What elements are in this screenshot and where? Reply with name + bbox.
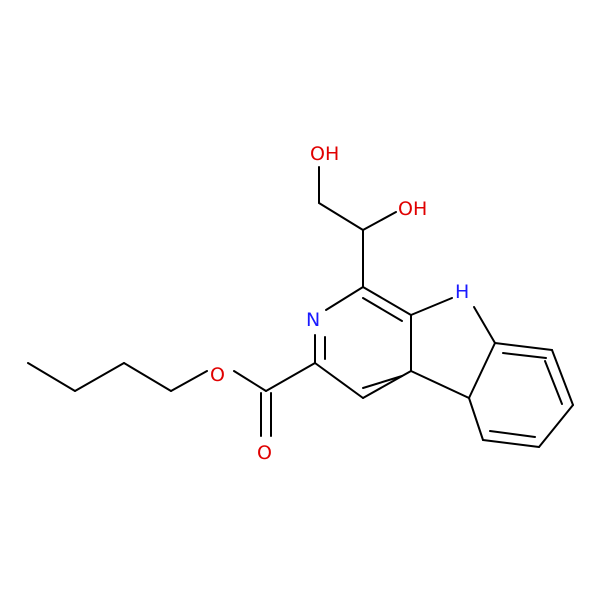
bond — [27, 362, 76, 392]
bond — [482, 439, 540, 448]
bond — [233, 370, 267, 392]
bond — [123, 362, 172, 392]
bond — [468, 342, 496, 399]
bond — [362, 375, 403, 389]
bond — [502, 352, 547, 359]
bond — [362, 211, 397, 231]
bond — [362, 370, 412, 399]
bond — [494, 342, 553, 351]
ester-oxygen-label: O — [210, 364, 225, 386]
pyridine-nitrogen-label: N — [306, 309, 320, 331]
bond — [318, 202, 364, 231]
bond — [468, 397, 484, 441]
hydroxyl-side-label: OH — [398, 198, 427, 220]
carbonyl-oxygen-label: O — [257, 442, 272, 464]
indole-nh-label: H — [455, 281, 469, 303]
bond — [473, 306, 496, 344]
atom-labels: OH OH H N O O — [210, 143, 469, 464]
hydroxyl-top-label: OH — [310, 143, 339, 165]
bond — [265, 362, 316, 392]
bond — [362, 286, 412, 316]
bond — [362, 297, 403, 322]
bond — [410, 370, 470, 399]
bond — [538, 404, 574, 448]
bond — [544, 360, 563, 405]
bond — [489, 430, 536, 438]
bond — [551, 349, 574, 406]
bond — [314, 362, 364, 399]
bond — [325, 286, 364, 311]
bond — [410, 297, 453, 316]
bond — [74, 362, 125, 392]
bonds — [27, 166, 574, 448]
bond — [170, 370, 208, 392]
